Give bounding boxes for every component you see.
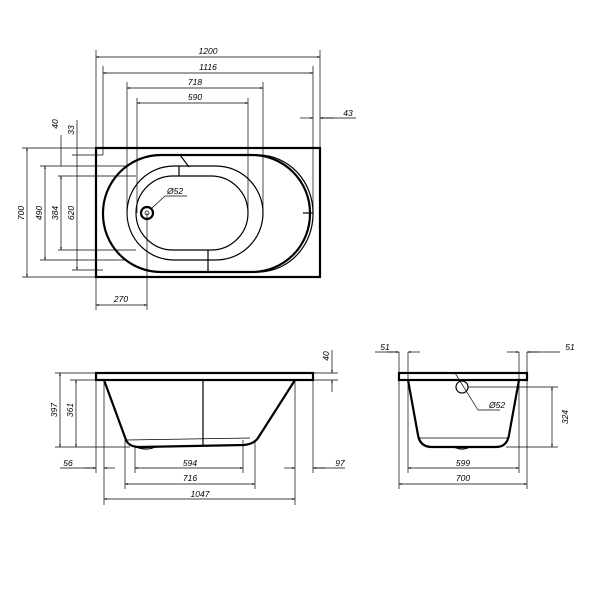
- dim-bottom-length: 594: [183, 458, 197, 468]
- side-view: 397 361 40 56 97 594 716 1047: [49, 350, 345, 505]
- drain-diameter-label: Ø52: [166, 186, 183, 196]
- end-rim: [397, 371, 529, 382]
- dim-width: 700: [16, 206, 26, 220]
- side-body: [102, 379, 296, 449]
- end-view: 51 51 Ø52 324 599 700: [375, 342, 575, 489]
- dim-end-width: 700: [456, 473, 470, 483]
- dim-rim-top: 40: [50, 119, 60, 129]
- dim-right-rim: 51: [565, 342, 575, 352]
- dim-side-rim: 40: [321, 351, 331, 361]
- dim-top-length: 1047: [191, 489, 210, 499]
- dim-right-offset: 97: [335, 458, 345, 468]
- dim-inner-oval-width: 384: [50, 206, 60, 220]
- dim-middle-oval-width: 490: [34, 206, 44, 220]
- overflow-diameter-label: Ø52: [488, 400, 505, 410]
- dim-depth: 361: [65, 403, 75, 417]
- dim-middle-oval-length: 718: [188, 77, 202, 87]
- side-rim: [94, 371, 315, 382]
- top-view: Ø52 1200 1116 718 590: [16, 46, 356, 310]
- dim-inner-oval-length: 590: [188, 92, 202, 102]
- middle-oval: [126, 165, 264, 261]
- dim-left-rim: 51: [380, 342, 390, 352]
- dim-oval-top: 33: [66, 125, 76, 135]
- dim-left-offset: 56: [63, 458, 73, 468]
- dim-rim-right: 43: [343, 108, 353, 118]
- side-drain: [135, 446, 156, 450]
- dim-length: 1200: [199, 46, 218, 56]
- dim-outer-oval-width: 620: [66, 206, 76, 220]
- tub-outline: [94, 146, 322, 279]
- dim-drain-offset: 270: [113, 294, 128, 304]
- dim-overflow-height: 324: [560, 410, 570, 424]
- dim-inner-width: 599: [456, 458, 470, 468]
- dim-inner-length: 1116: [199, 62, 217, 72]
- dim-bottom-outer-length: 716: [183, 473, 197, 483]
- end-body: [406, 379, 521, 449]
- dim-height: 397: [49, 403, 59, 417]
- outer-oval: [101, 153, 312, 274]
